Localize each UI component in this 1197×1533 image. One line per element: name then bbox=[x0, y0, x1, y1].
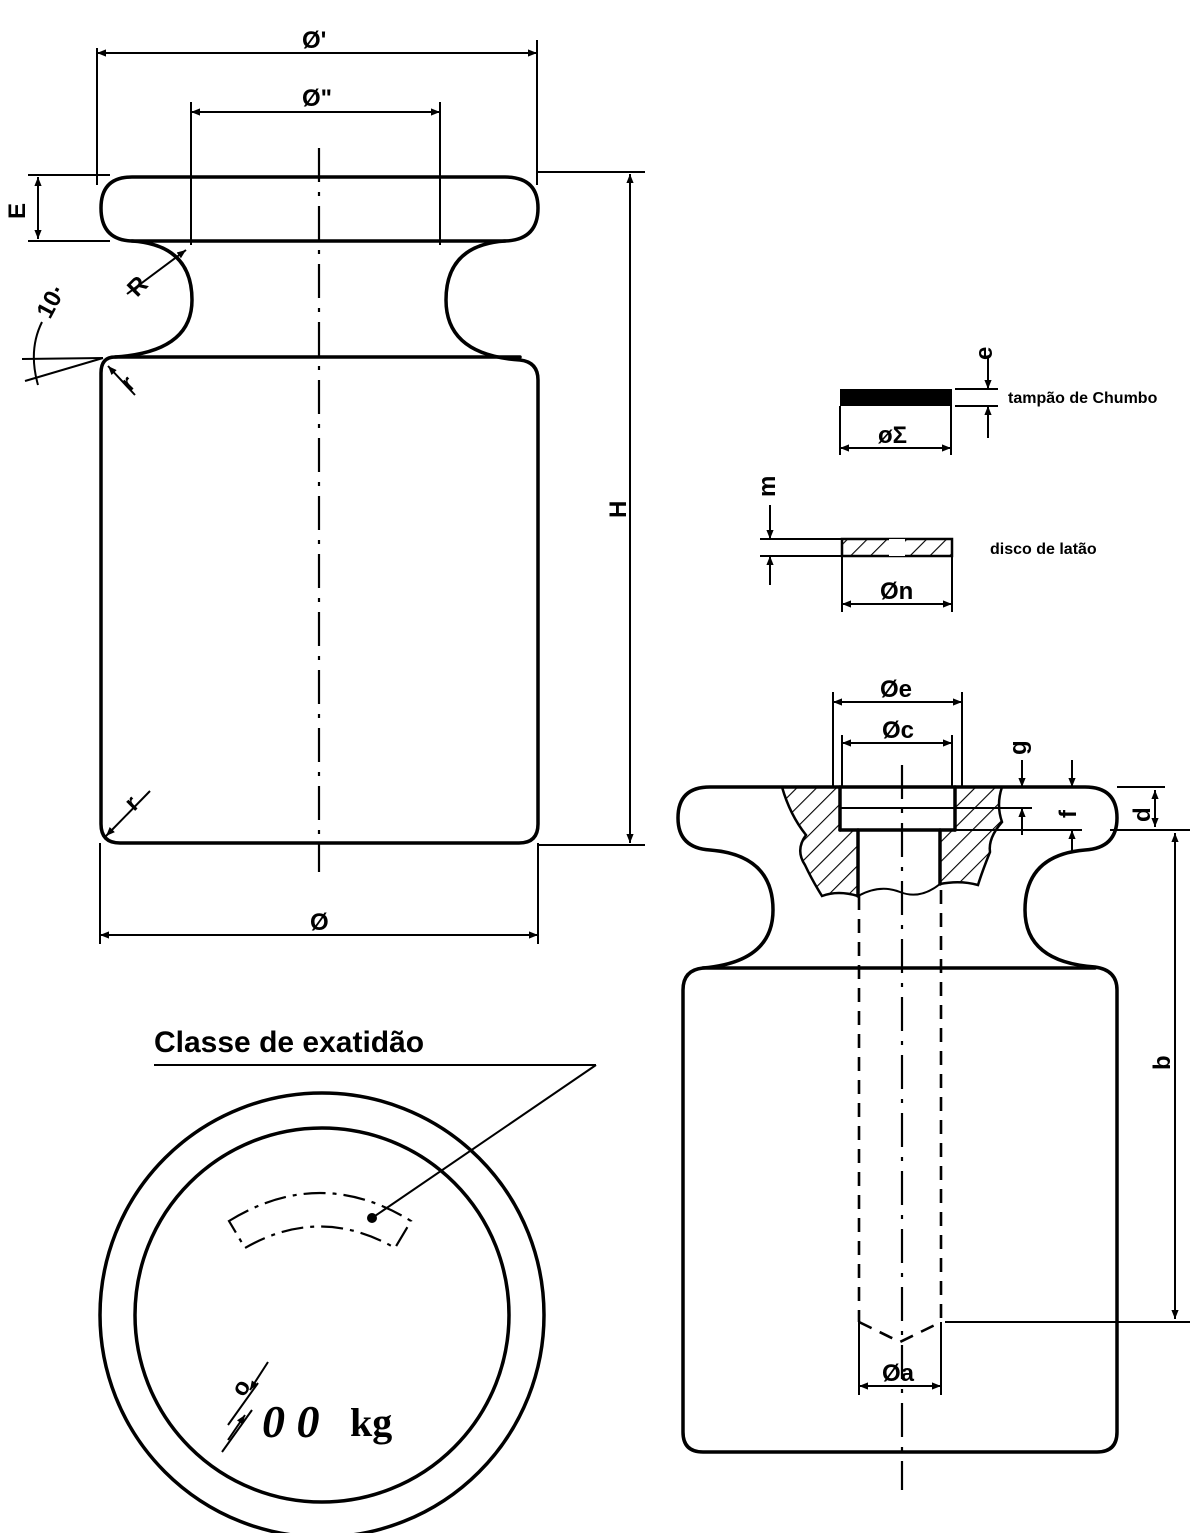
mass-unit: kg bbox=[350, 1400, 392, 1445]
dim-line-o-ext-top bbox=[227, 1382, 259, 1426]
lead-plug-diameter-label: øΣ bbox=[878, 422, 907, 449]
lead-plug-shape bbox=[840, 389, 952, 406]
angle-reference-line bbox=[21, 357, 104, 360]
lead-plug-label: tampão de Chumbo bbox=[1008, 390, 1158, 407]
inner-circle bbox=[133, 1126, 511, 1504]
brass-disc-diameter-label: Øn bbox=[880, 578, 913, 605]
brass-disc: Øn m disco de latão bbox=[754, 476, 1097, 612]
leader-dot bbox=[367, 1213, 377, 1223]
section-break-line bbox=[857, 883, 941, 897]
dim-line-r-base bbox=[105, 790, 151, 837]
front-view-weight: Ø' Ø" E R 10· r H r Ø bbox=[4, 27, 645, 944]
section-weight-outline bbox=[676, 785, 1119, 1454]
dim-line-R bbox=[126, 249, 187, 295]
leader-line bbox=[371, 1064, 597, 1219]
section-view-weight: Øe Øc g f d b Øa bbox=[676, 676, 1190, 1490]
angle-arc bbox=[32, 321, 43, 386]
dim-r-neck-label: r bbox=[115, 371, 141, 397]
dim-line-o-ext-bottom bbox=[221, 1409, 253, 1453]
dim-E-label: E bbox=[4, 203, 31, 219]
dim-e-label: Øe bbox=[880, 676, 912, 703]
dim-top-inner-label: Ø" bbox=[302, 85, 332, 112]
accuracy-class-title: Classe de exatidão bbox=[154, 1026, 424, 1059]
dim-o-label: o bbox=[226, 1375, 257, 1401]
mass-marking: 0 0 bbox=[262, 1396, 320, 1447]
dim-a-label: Øa bbox=[882, 1360, 915, 1387]
section-hatch-right bbox=[938, 785, 1004, 887]
dim-d-label: d bbox=[1129, 807, 1156, 822]
lead-plug: øΣ e tampão de Chumbo bbox=[839, 347, 1158, 455]
section-hatch-left bbox=[780, 785, 860, 898]
dim-line-o-bottom bbox=[227, 1414, 246, 1441]
brass-disc-thickness-label: m bbox=[754, 476, 781, 497]
brass-disc-label: disco de latão bbox=[990, 541, 1097, 558]
top-view-weight: Classe de exatidão o 0 0 kg bbox=[98, 1026, 597, 1533]
dim-b-label: b bbox=[1149, 1055, 1176, 1070]
dim-r-base-label: r bbox=[119, 791, 145, 817]
dim-H-label: H bbox=[605, 501, 632, 518]
dim-R-label: R bbox=[122, 271, 153, 302]
outer-circle bbox=[98, 1091, 546, 1533]
angle-slope-line bbox=[24, 357, 104, 382]
dim-base-label: Ø bbox=[310, 909, 329, 936]
dim-f-label: f bbox=[1055, 809, 1082, 818]
accuracy-class-marking-area bbox=[227, 1192, 413, 1250]
dim-angle-label: 10· bbox=[31, 280, 71, 323]
dim-line-o-top bbox=[249, 1361, 269, 1391]
lead-plug-thickness-label: e bbox=[971, 347, 998, 360]
dim-g-label: g bbox=[1005, 740, 1032, 755]
dim-c-label: Øc bbox=[882, 717, 914, 744]
dim-top-outer-label: Ø' bbox=[302, 27, 326, 54]
dim-line-r-neck bbox=[107, 365, 136, 396]
cavity-hidden-bottom bbox=[858, 1320, 942, 1344]
